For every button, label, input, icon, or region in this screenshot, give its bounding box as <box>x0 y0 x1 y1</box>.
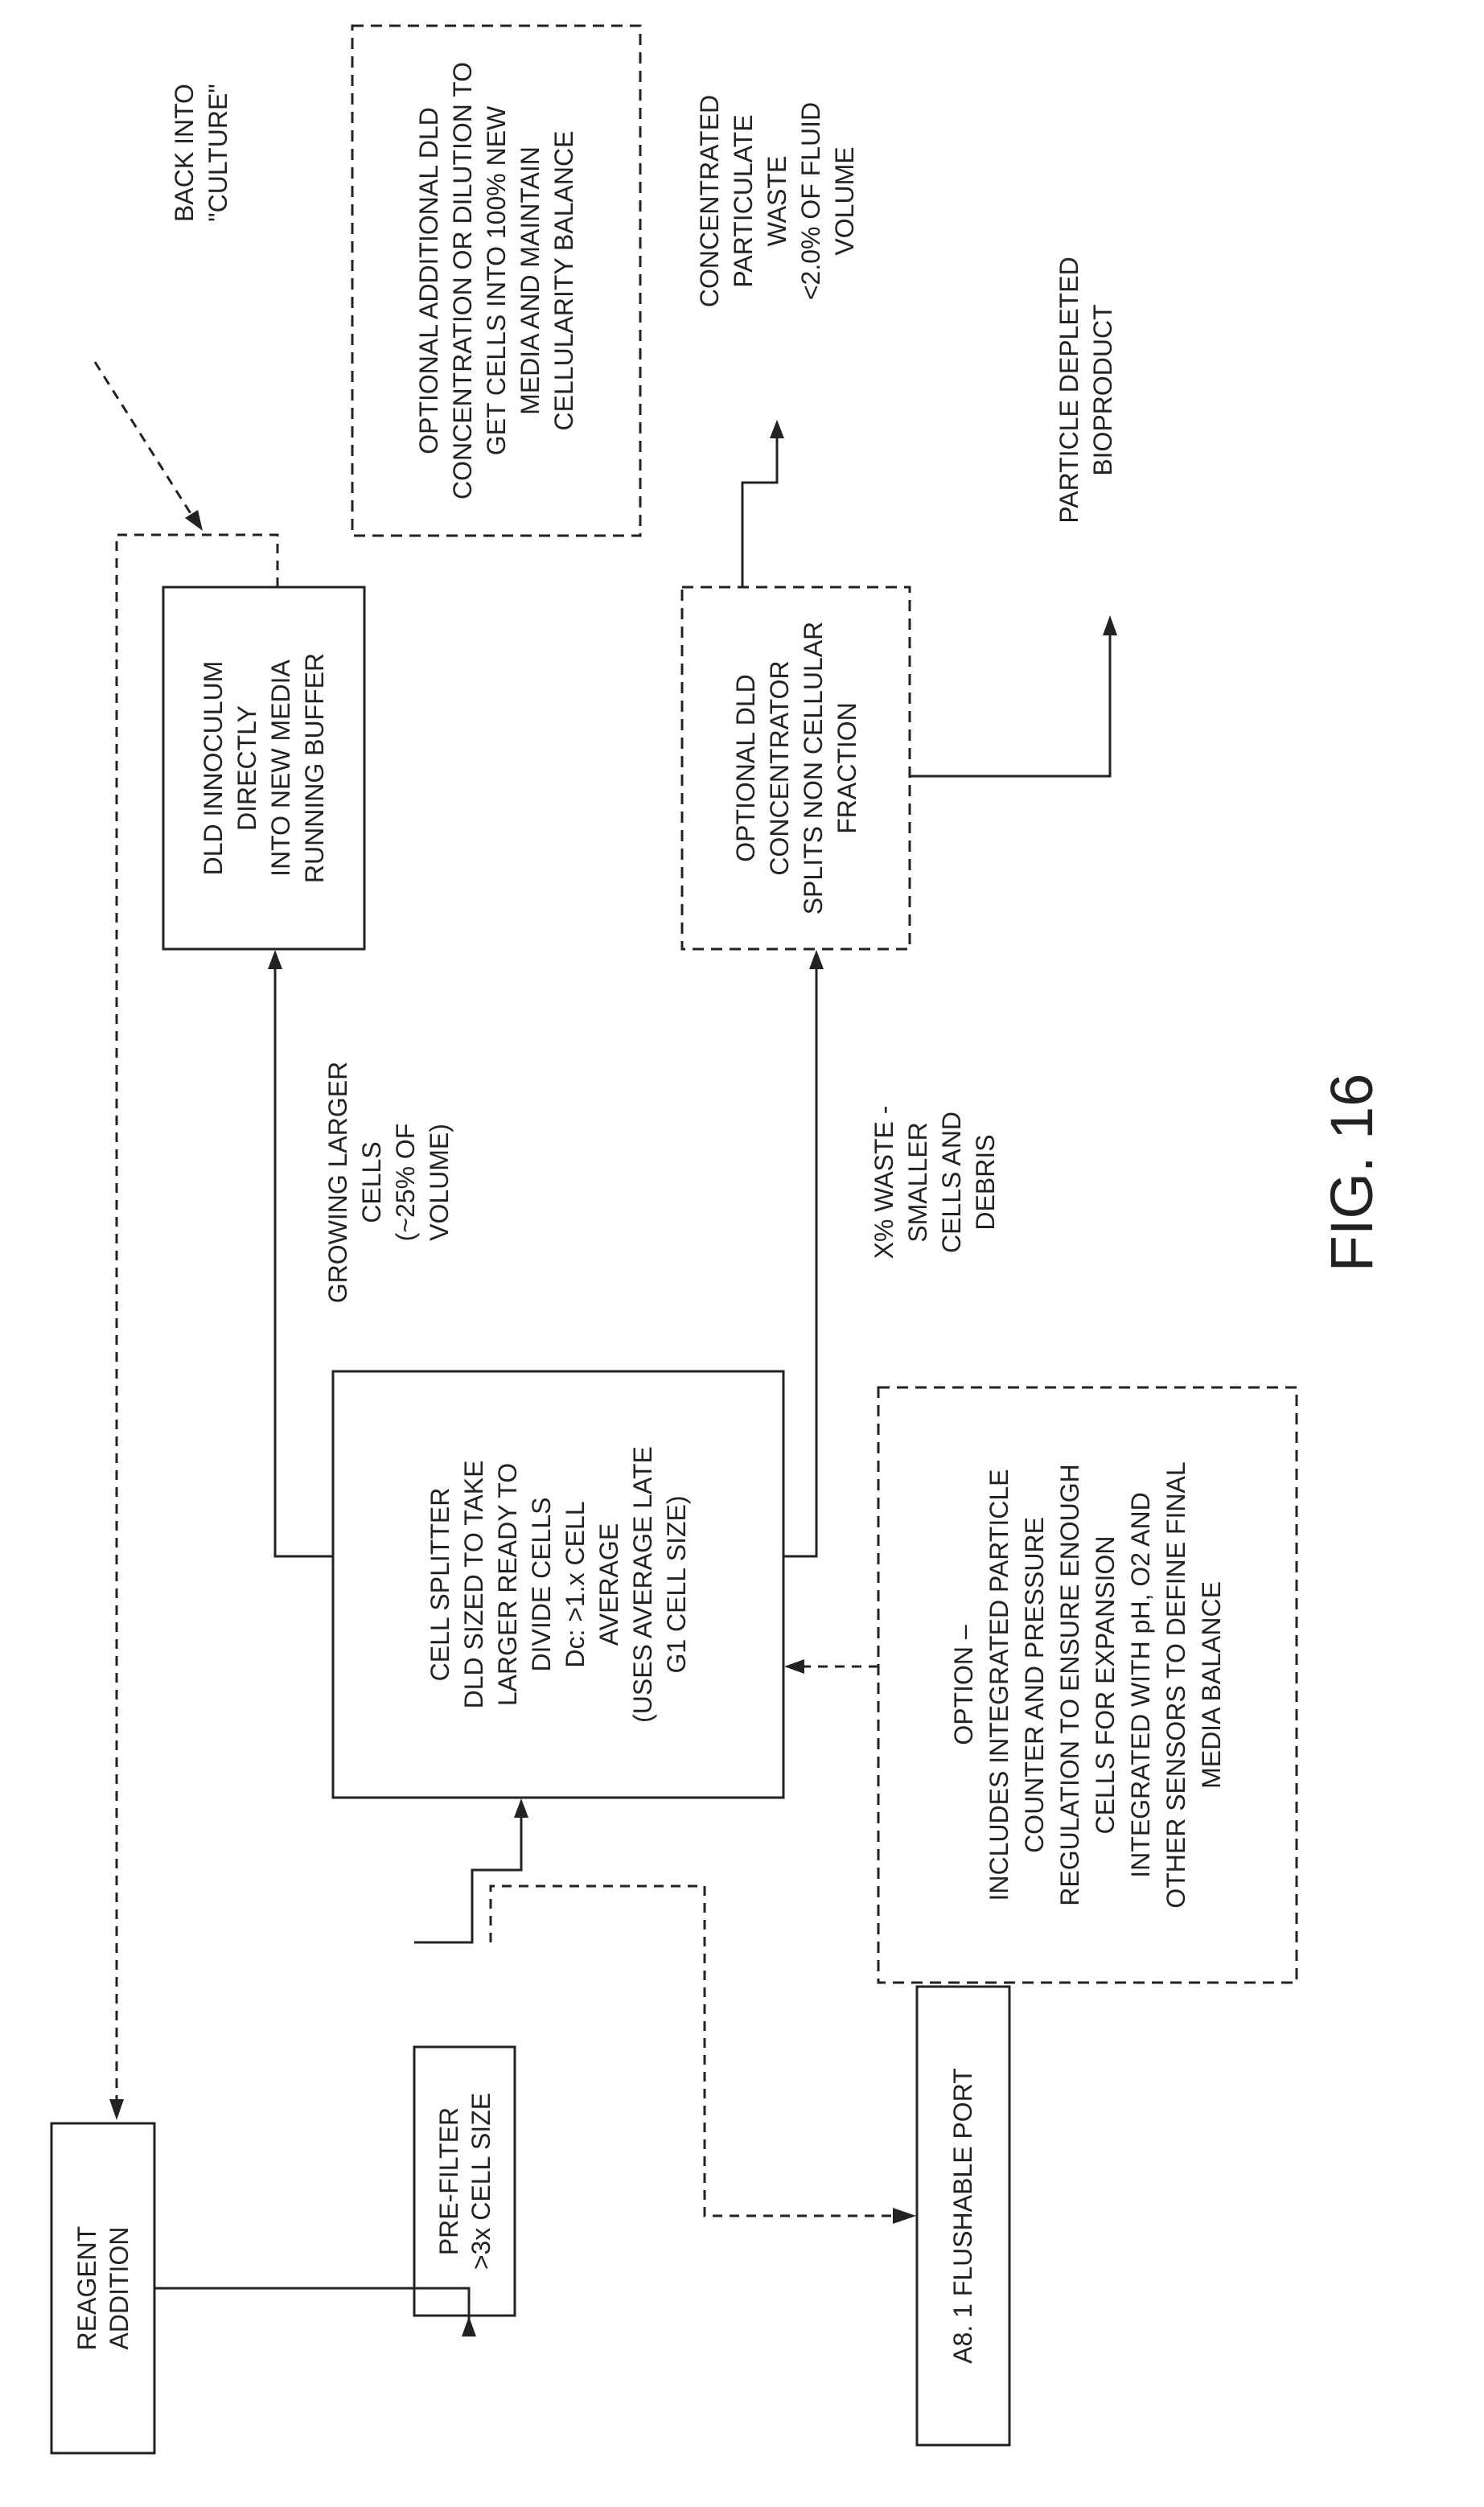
figure-label: FIG. 16 <box>1318 1074 1385 1272</box>
reagent-addition-text-line: ADDITION <box>105 2227 134 2350</box>
cell-splitter-text-line: G1 CELL SIZE) <box>662 1495 691 1673</box>
concentrated-waste-label-line: CONCENTRATED <box>695 95 724 307</box>
dld-innoculum-text-line: DLD INNOCULUM <box>199 661 228 876</box>
growing-larger-cells-label-line: CELLS <box>357 1141 386 1223</box>
cell-splitter-text-line: DIVIDE CELLS <box>527 1498 556 1672</box>
splitter-to-concentrator-arrowhead <box>809 950 824 969</box>
cell-splitter-box <box>333 1371 783 1798</box>
optional-concentrator-text-line: SPLITS NON CELLULAR <box>799 622 828 915</box>
option-sensors-text-line: OPTION – <box>949 1625 978 1745</box>
concentrator-to-waste-line <box>742 438 777 587</box>
growing-larger-cells-label-line: VOLUME) <box>425 1124 454 1241</box>
back-into-culture-label-line: BACK INTO <box>170 84 199 222</box>
waste-smaller-cells-label-line: SMALLER <box>903 1122 932 1242</box>
cell-splitter-text-line: AVERAGE <box>594 1523 623 1646</box>
optional-concentrator-text-line: FRACTION <box>832 702 861 834</box>
optional-concentrator-box <box>682 587 910 949</box>
optional-dilution-text-line: CELLULARITY BALANCE <box>549 131 578 431</box>
dld-innoculum-text-line: DIRECTLY <box>232 705 261 831</box>
option-to-splitter-arrowhead <box>784 1659 804 1674</box>
culture-label-pointer-line <box>95 362 191 515</box>
particle-depleted-label: PARTICLE DEPLETEDBIOPRODUCT <box>1054 257 1117 523</box>
pre-filter-text-line: PRE-FILTER <box>434 2107 463 2255</box>
optional-concentrator-text-line: OPTIONAL DLD <box>731 674 760 862</box>
option-sensors-box <box>878 1387 1297 1983</box>
reagent-to-prefilter-line <box>154 2288 469 2336</box>
cell-splitter-text-line: CELL SPLITTER <box>425 1488 454 1682</box>
reagent-to-prefilter-arrowhead <box>462 2316 476 2336</box>
option-sensors-text-line: REGULATION TO ENSURE ENOUGH <box>1055 1464 1084 1905</box>
option-sensors-text-line: INCLUDES INTEGRATED PARTICLE <box>985 1469 1013 1901</box>
option-sensors-text-line: OTHER SENSORS TO DEFINE FINAL <box>1161 1461 1190 1908</box>
waste-smaller-cells-label-line: DEBRIS <box>971 1134 1000 1230</box>
optional-dilution-text-line: GET CELLS INTO 100% NEW <box>482 105 511 455</box>
concentrated-waste-label-line: PARTICULATE <box>729 114 758 287</box>
option-sensors-text-line: MEDIA BALANCE <box>1197 1581 1226 1789</box>
cell-splitter-text-line: DLD SIZED TO TAKE <box>459 1461 488 1709</box>
back-into-culture-label-line: "CULTURE" <box>203 84 232 221</box>
waste-smaller-cells-label: X% WASTE -SMALLERCELLS ANDDEBRIS <box>869 1106 1000 1260</box>
optional-concentrator-text: OPTIONAL DLDCONCENTRATORSPLITS NON CELLU… <box>731 622 861 915</box>
prefilter-to-port-arrowhead <box>893 2208 916 2224</box>
particle-depleted-label-line: PARTICLE DEPLETED <box>1054 257 1083 523</box>
dld-innoculum-text-line: RUNNING BUFFER <box>300 653 329 883</box>
growing-larger-cells-label-line: GROWING LARGER <box>323 1062 352 1303</box>
optional-dilution-text-line: CONCENTRATION OR DILUTION TO <box>448 62 477 499</box>
pre-filter-text-line: >3x CELL SIZE <box>467 2093 495 2270</box>
cell-splitter-text: CELL SPLITTERDLD SIZED TO TAKELARGER REA… <box>425 1446 691 1723</box>
culture-label-pointer-arrowhead <box>185 510 203 531</box>
prefilter-to-splitter-arrowhead <box>514 1798 528 1818</box>
reagent-addition-box <box>51 2123 154 2453</box>
reagent-addition-text-line: REAGENT <box>72 2226 101 2351</box>
cell-splitter-text-line: LARGER READY TO <box>493 1463 522 1706</box>
dld-innoculum-text: DLD INNOCULUMDIRECTLYINTO NEW MEDIARUNNI… <box>199 653 329 883</box>
flushable-port-text: A8. 1 FLUSHABLE PORT <box>948 2068 977 2364</box>
option-sensors-text: OPTION –INCLUDES INTEGRATED PARTICLECOUN… <box>949 1461 1226 1908</box>
cell-splitter-text-line: Dc: >1.x CELL <box>561 1501 590 1667</box>
concentrator-to-bioproduct-arrowhead <box>1103 615 1117 635</box>
back-into-culture-label: BACK INTO"CULTURE" <box>170 84 232 222</box>
concentrated-waste-label-line: <2.0% OF FLUID <box>796 102 825 300</box>
dld-innoculum-box <box>163 587 364 949</box>
option-sensors-text-line: CELLS FOR EXPANSION <box>1091 1535 1120 1834</box>
optional-dilution-text-line: MEDIA AND MAINTAIN <box>516 146 545 415</box>
concentrated-waste-label-line: VOLUME <box>830 146 859 255</box>
pre-filter-box <box>414 2047 515 2316</box>
waste-smaller-cells-label-line: CELLS AND <box>937 1112 966 1253</box>
optional-concentrator-text-line: CONCENTRATOR <box>765 660 794 875</box>
concentrated-waste-label-line: WASTE <box>763 156 791 247</box>
dld-innoculum-text-line: INTO NEW MEDIA <box>266 660 295 877</box>
reagent-addition-text: REAGENTADDITION <box>72 2226 134 2351</box>
figure-label-text: FIG. 16 <box>1318 1074 1385 1272</box>
back-into-culture-arrowhead <box>109 2099 124 2120</box>
prefilter-to-splitter-line <box>414 1818 521 1942</box>
pre-filter-text: PRE-FILTER>3x CELL SIZE <box>434 2093 495 2270</box>
concentrated-waste-label: CONCENTRATEDPARTICULATEWASTE<2.0% OF FLU… <box>695 95 859 307</box>
waste-smaller-cells-label-line: X% WASTE - <box>869 1106 898 1260</box>
optional-dilution-text-line: OPTIONAL ADDITIONAL DLD <box>414 107 443 454</box>
flushable-port-text-line: A8. 1 FLUSHABLE PORT <box>948 2068 977 2364</box>
option-sensors-text-line: INTEGRATED WITH pH, O2 AND <box>1126 1492 1155 1877</box>
splitter-to-innoculum-arrowhead <box>268 950 282 969</box>
prefilter-to-port-line <box>491 1886 893 2216</box>
growing-larger-cells-label: GROWING LARGERCELLS(~25% OFVOLUME) <box>323 1062 454 1303</box>
growing-larger-cells-label-line: (~25% OF <box>391 1124 420 1242</box>
particle-depleted-label-line: BIOPRODUCT <box>1088 304 1117 475</box>
concentrator-to-waste-arrowhead <box>770 420 784 438</box>
option-sensors-text-line: COUNTER AND PRESSURE <box>1020 1517 1049 1853</box>
concentrator-to-bioproduct-line <box>910 635 1110 776</box>
splitter-to-concentrator-line <box>783 969 816 1556</box>
cell-splitter-text-line: (USES AVERAGE LATE <box>628 1446 657 1723</box>
optional-dilution-text: OPTIONAL ADDITIONAL DLDCONCENTRATION OR … <box>414 62 578 499</box>
